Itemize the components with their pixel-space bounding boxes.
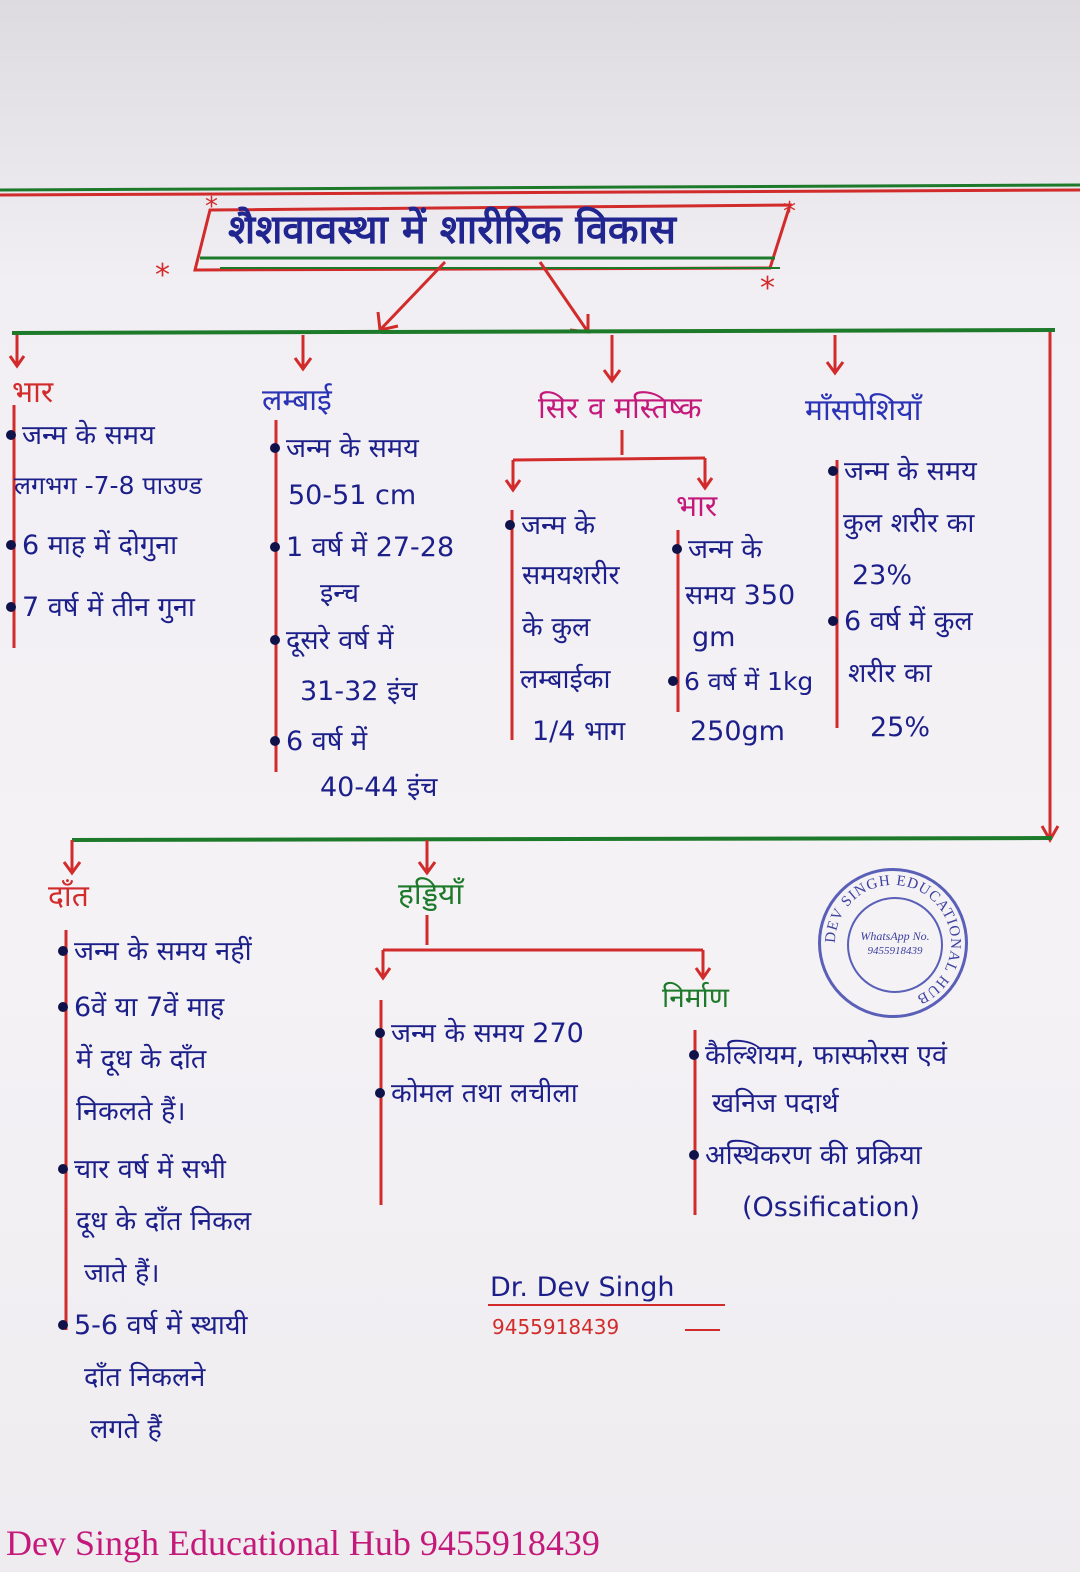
muscles-item: 6 वर्ष में कुल [828, 606, 973, 637]
teeth-item: लगते हैं [90, 1414, 162, 1445]
title-arrow-left [378, 260, 447, 332]
head-item: के कुल [522, 612, 591, 643]
muscles-item: 23% [852, 560, 913, 591]
teeth-item: निकलते हैं। [76, 1096, 186, 1127]
teeth-header: दाँत [48, 879, 89, 914]
head-item: जन्म के [505, 510, 595, 541]
brain-weight-header: भार [676, 489, 718, 524]
head-header: सिर व मस्तिष्क [538, 391, 702, 426]
brain-weight-item: 250gm [690, 716, 785, 747]
muscles-item: 25% [870, 712, 931, 743]
svg-text:*: * [760, 271, 775, 306]
length-item: 6 वर्ष में [270, 726, 367, 757]
length-item: इन्च [320, 578, 359, 609]
stamp-line1: WhatsApp No. [860, 929, 930, 943]
footer-watermark: Dev Singh Educational Hub 9455918439 [6, 1523, 600, 1563]
signature-phone: 9455918439 [492, 1315, 620, 1339]
teeth-item: दाँत निकलने [84, 1362, 206, 1393]
title-arrow-right [538, 261, 590, 333]
svg-text:*: * [783, 197, 796, 227]
head-item: 1/4 भाग [532, 716, 626, 747]
length-item: 50-51 cm [288, 480, 417, 511]
length-item: 1 वर्ष में 27-28 [270, 532, 454, 563]
signature-name: Dr. Dev Singh [490, 1272, 675, 1303]
teeth-item: 5-6 वर्ष में स्थायी [58, 1310, 247, 1341]
length-item: 40-44 इंच [320, 772, 438, 803]
bones-item: जन्म के समय 270 [375, 1018, 584, 1049]
diagram-title: शैशवावस्था में शारीरिक विकास [228, 207, 677, 253]
length-header: लम्बाई [262, 383, 332, 418]
brain-weight-item: 6 वर्ष में 1kg [668, 667, 813, 697]
weight-header: भार [12, 375, 54, 410]
length-item: 31-32 इंच [300, 676, 418, 707]
svg-text:*: * [155, 258, 170, 293]
formation-item: खनिज पदार्थ [712, 1088, 839, 1119]
muscles-item: जन्म के समय [828, 456, 977, 487]
second-branch-line [71, 836, 1053, 842]
top-rule-red [0, 188, 1080, 197]
stamp-line2: 9455918439 [867, 945, 923, 957]
weight-item: 6 माह में दोगुना [6, 530, 177, 561]
brain-weight-item: जन्म के [672, 534, 762, 565]
formation-item: (Ossification) [742, 1192, 921, 1223]
svg-text:*: * [205, 192, 218, 222]
brain-weight-item: gm [692, 622, 736, 653]
weight-item: लगभग -7-8 पाउण्ड [14, 471, 203, 500]
main-branch-line [11, 328, 1056, 335]
brain-weight-item: समय 350 [685, 580, 796, 611]
bones-item: कोमल तथा लचीला [375, 1078, 578, 1109]
teeth-item: जाते हैं। [84, 1258, 160, 1289]
muscles-item: शरीर का [848, 658, 932, 689]
formation-header: निर्माण [662, 981, 730, 1014]
teeth-item: दूध के दाँत निकल [76, 1206, 252, 1237]
stamp-seal: DEV SINGH EDUCATIONAL HUB WhatsApp No. 9… [818, 868, 968, 1018]
teeth-item: जन्म के समय नहीं [58, 936, 252, 967]
head-item: समयशरीर [522, 560, 620, 591]
muscles-item: कुल शरीर का [843, 508, 975, 539]
weight-item: 7 वर्ष में तीन गुना [6, 592, 195, 623]
teeth-item: चार वर्ष में सभी [58, 1154, 226, 1185]
length-item: दूसरे वर्ष में [270, 625, 394, 656]
top-rule-green [0, 183, 1080, 192]
teeth-item: में दूध के दाँत [76, 1044, 207, 1075]
bones-header: हड्डियाँ [398, 877, 464, 912]
teeth-item: 6वें या 7वें माह [58, 992, 224, 1023]
formation-item: अस्थिकरण की प्रक्रिया [689, 1140, 922, 1171]
head-item: लम्बाईका [520, 664, 611, 695]
muscles-header: माँसपेशियाँ [805, 393, 922, 428]
length-item: जन्म के समय [270, 433, 419, 464]
stamp-inner-ring: WhatsApp No. 9455918439 [847, 897, 943, 993]
weight-item: जन्म के समय [6, 420, 155, 451]
formation-item: कैल्शियम, फास्फोरस एवं [689, 1040, 947, 1071]
